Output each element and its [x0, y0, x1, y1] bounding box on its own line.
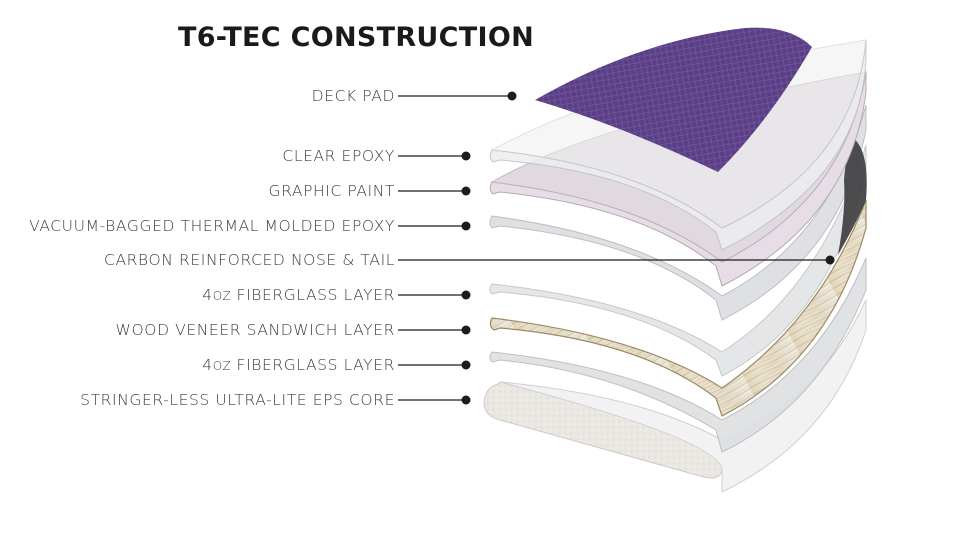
label-graphic-paint: GRAPHIC PAINT	[268, 182, 395, 200]
leader-dot-eps-core	[461, 395, 471, 405]
fiberglass-bottom-layer	[489, 257, 867, 453]
label-wood-veneer: WOOD VENEER SANDWICH LAYER	[115, 321, 395, 339]
leader-dot-wood-veneer	[461, 325, 471, 335]
thermal-epoxy-layer	[489, 104, 867, 321]
carbon-strip-layer	[838, 137, 867, 255]
eps-core-layer	[483, 299, 867, 493]
leader-dot-fiberglass-bottom	[461, 360, 471, 370]
deck-pad-layer	[535, 27, 812, 172]
diagram-title: T6-TEC CONSTRUCTION	[178, 22, 534, 53]
leader-dot-deck-pad	[507, 91, 517, 101]
leader-dot-graphic-paint	[461, 186, 471, 196]
leader-dot-fiberglass-top	[461, 290, 471, 300]
label-fiberglass-bottom: 4OZ FIBERGLASS LAYER	[202, 356, 395, 374]
label-thermal-epoxy: VACUUM-BAGGED THERMAL MOLDED EPOXY	[29, 217, 395, 235]
label-carbon: CARBON REINFORCED NOSE & TAIL	[104, 251, 395, 269]
leader-dot-clear-epoxy	[461, 151, 471, 161]
label-fiberglass-top: 4OZ FIBERGLASS LAYER	[202, 286, 395, 304]
wood-veneer-layer	[489, 199, 867, 417]
label-deck-pad: DECK PAD	[311, 87, 395, 105]
label-clear-epoxy: CLEAR EPOXY	[282, 147, 395, 165]
leader-dot-carbon	[825, 255, 835, 265]
leader-dot-thermal-epoxy	[461, 221, 471, 231]
label-eps-core: STRINGER-LESS ULTRA-LITE EPS CORE	[80, 391, 395, 409]
